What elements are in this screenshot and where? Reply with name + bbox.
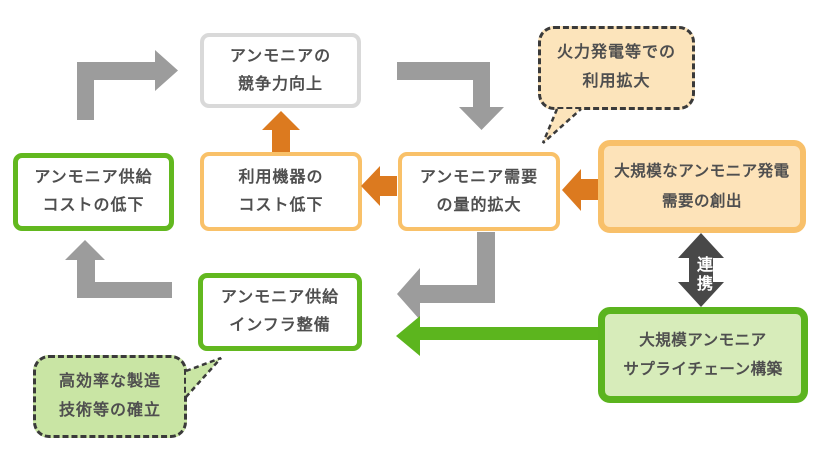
box-label: コストの低下 xyxy=(42,197,145,214)
gray-arrow-right-down-icon xyxy=(397,62,504,130)
bubble-tail-manufacturing-icon xyxy=(185,356,222,398)
box-label: 競争力向上 xyxy=(237,75,323,93)
orange-arrow-left-icon xyxy=(361,166,397,206)
box-label: 需要の創出 xyxy=(661,192,742,210)
box-label: アンモニア需要 xyxy=(419,168,539,186)
box-label: 大規模なアンモニア発電 xyxy=(614,163,790,181)
box-power-generation-demand: 大規模なアンモニア発電 需要の創出 xyxy=(598,140,806,233)
box-label: アンモニア供給 xyxy=(220,289,340,306)
box-label: 大規模アンモニア xyxy=(639,331,767,349)
bubble-label: 高効率な製造 xyxy=(58,372,161,390)
box-label: コスト低下 xyxy=(238,196,324,214)
bubble-label: 技術等の確立 xyxy=(58,401,161,419)
gray-arrow-up-right-icon xyxy=(77,50,178,120)
gray-arrow-down-left-icon xyxy=(397,232,495,320)
bubble-tail-thermal-icon xyxy=(541,108,582,144)
bubble-thermal-power-use: 火力発電等での 利用拡大 xyxy=(538,26,695,110)
orange-arrow-left-icon xyxy=(562,169,598,211)
box-demand-expansion: アンモニア需要 の量的拡大 xyxy=(398,152,560,231)
cooperation-label: 連携 xyxy=(694,256,711,294)
bubble-manufacturing-technology: 高効率な製造 技術等の確立 xyxy=(33,355,187,438)
box-label: アンモニア供給 xyxy=(34,169,153,186)
box-label: の量的拡大 xyxy=(436,196,522,214)
box-label: アンモニアの xyxy=(229,47,332,65)
gray-arrow-left-up-icon xyxy=(65,240,172,298)
bubble-label: 火力発電等での xyxy=(556,44,676,62)
box-label: 利用機器の xyxy=(238,168,324,186)
box-supply-cost-reduction: アンモニア供給 コストの低下 xyxy=(13,153,174,231)
box-label: インフラ整備 xyxy=(229,317,331,334)
box-supply-chain-construction: 大規模アンモニア サプライチェーン構築 xyxy=(598,307,808,403)
box-label: サプライチェーン構築 xyxy=(623,361,783,378)
bubble-label: 利用拡大 xyxy=(582,73,651,90)
box-ammonia-competitiveness: アンモニアの 競争力向上 xyxy=(200,33,361,108)
box-supply-infrastructure: アンモニア供給 インフラ整備 xyxy=(198,273,362,351)
box-equipment-cost-reduction: 利用機器の コスト低下 xyxy=(200,152,362,231)
orange-arrow-up-icon xyxy=(262,111,300,152)
green-arrow-left-icon xyxy=(396,316,598,356)
